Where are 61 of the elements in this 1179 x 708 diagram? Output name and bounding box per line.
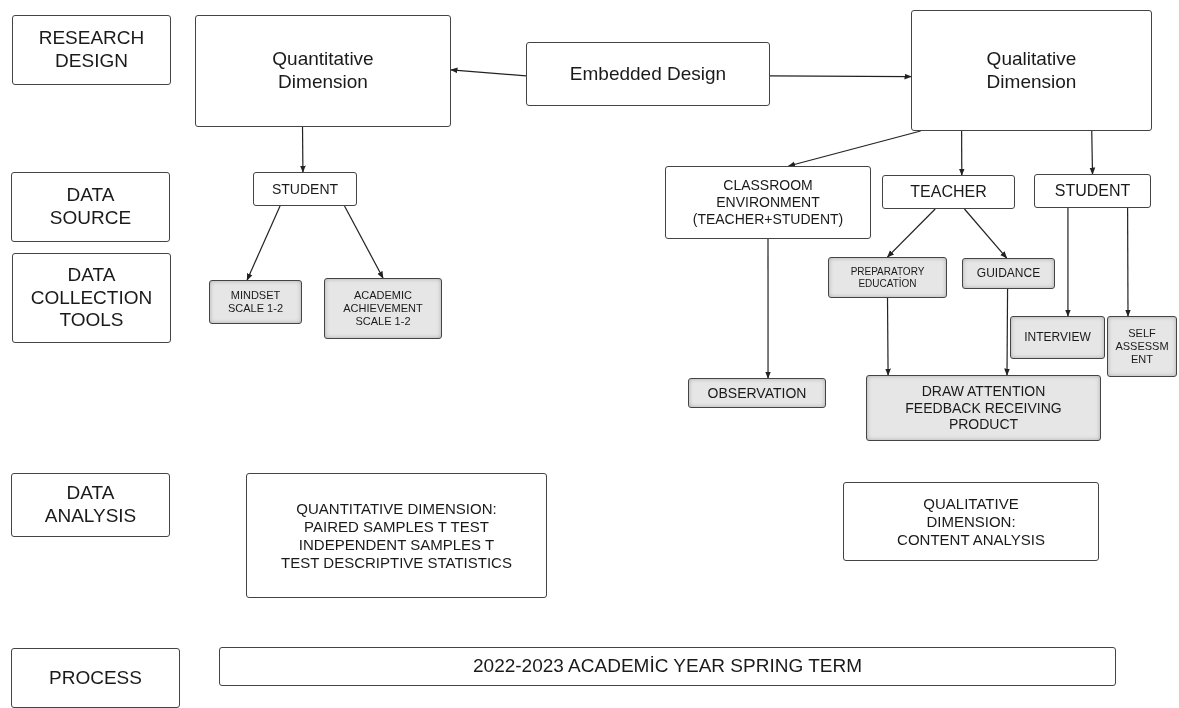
box-label: Embedded Design	[569, 62, 727, 86]
arrow	[769, 73, 912, 80]
tool-box	[866, 375, 1101, 441]
box-label: SELF ASSESSMENT	[1114, 326, 1170, 367]
box-label: 2022-2023 ACADEMİC YEAR SPRING TERM	[473, 655, 862, 678]
arrow	[450, 67, 527, 77]
arrow	[1065, 207, 1071, 317]
box-label: ACADEMIC ACHIEVEMENT SCALE 1-2	[342, 288, 424, 329]
process-box	[195, 15, 451, 127]
box-label: QUANTITATIVE DIMENSION: PAIRED SAMPLES T TEST INDEPENDENT SAMPLES T TEST DESCRIPTIVE STATISTICS	[280, 499, 513, 572]
arrow	[765, 238, 771, 379]
process-box	[11, 473, 170, 537]
process-box	[843, 482, 1099, 561]
process-box	[11, 172, 170, 242]
process-box	[665, 166, 871, 239]
box-label: Quantitative Dimension	[271, 48, 375, 94]
box-label: Qualitative Dimension	[985, 47, 1078, 94]
box-label: PROCESS	[49, 666, 142, 690]
box-label: STUDENT	[1054, 181, 1131, 201]
process-box	[1034, 174, 1151, 208]
process-box	[882, 175, 1015, 209]
box-label: OBSERVATION	[707, 384, 807, 402]
process-box	[253, 172, 357, 206]
box-label: QUALITATIVE DIMENSION: CONTENT ANALYSIS	[896, 494, 1046, 549]
arrow	[885, 297, 891, 376]
process-box	[12, 15, 171, 85]
tool-box	[688, 378, 826, 408]
tool-box	[1010, 316, 1105, 359]
box-label: DATA COLLECTION TOOLS	[29, 263, 154, 333]
arrow	[958, 130, 965, 176]
box-label: DATA ANALYSIS	[43, 482, 138, 528]
box-label: RESEARCH DESIGN	[37, 27, 146, 73]
process-box	[526, 42, 770, 106]
process-box	[12, 253, 171, 343]
process-box	[219, 647, 1116, 686]
box-label: CLASSROOM ENVIRONMENT (TEACHER+STUDENT)	[691, 177, 845, 228]
arrow	[300, 126, 306, 173]
box-label: INTERVIEW	[1024, 330, 1091, 345]
tool-box	[324, 278, 442, 339]
tool-box	[828, 257, 947, 298]
arrow	[787, 130, 922, 168]
tool-box	[1107, 316, 1177, 377]
box-label: PREPARATORY EDUCATİON	[849, 265, 926, 290]
arrow	[1089, 130, 1096, 175]
process-box	[246, 473, 547, 598]
arrow	[343, 205, 384, 279]
box-label: GUIDANCE	[976, 266, 1041, 281]
arrow	[1125, 207, 1131, 317]
arrow	[246, 205, 281, 281]
process-box	[911, 10, 1152, 131]
arrow	[1004, 288, 1010, 376]
box-label: MINDSET SCALE 1-2	[227, 288, 284, 316]
arrow	[886, 208, 936, 258]
process-box	[11, 648, 180, 708]
tool-box	[962, 258, 1055, 289]
box-label: DRAW ATTENTION FEEDBACK RECEIVING PRODUCT	[904, 382, 1063, 434]
tool-box	[209, 280, 302, 324]
box-label: DATA SOURCE	[48, 184, 133, 230]
box-label: STUDENT	[271, 180, 339, 198]
arrow	[963, 208, 1008, 259]
box-label: TEACHER	[910, 182, 987, 202]
